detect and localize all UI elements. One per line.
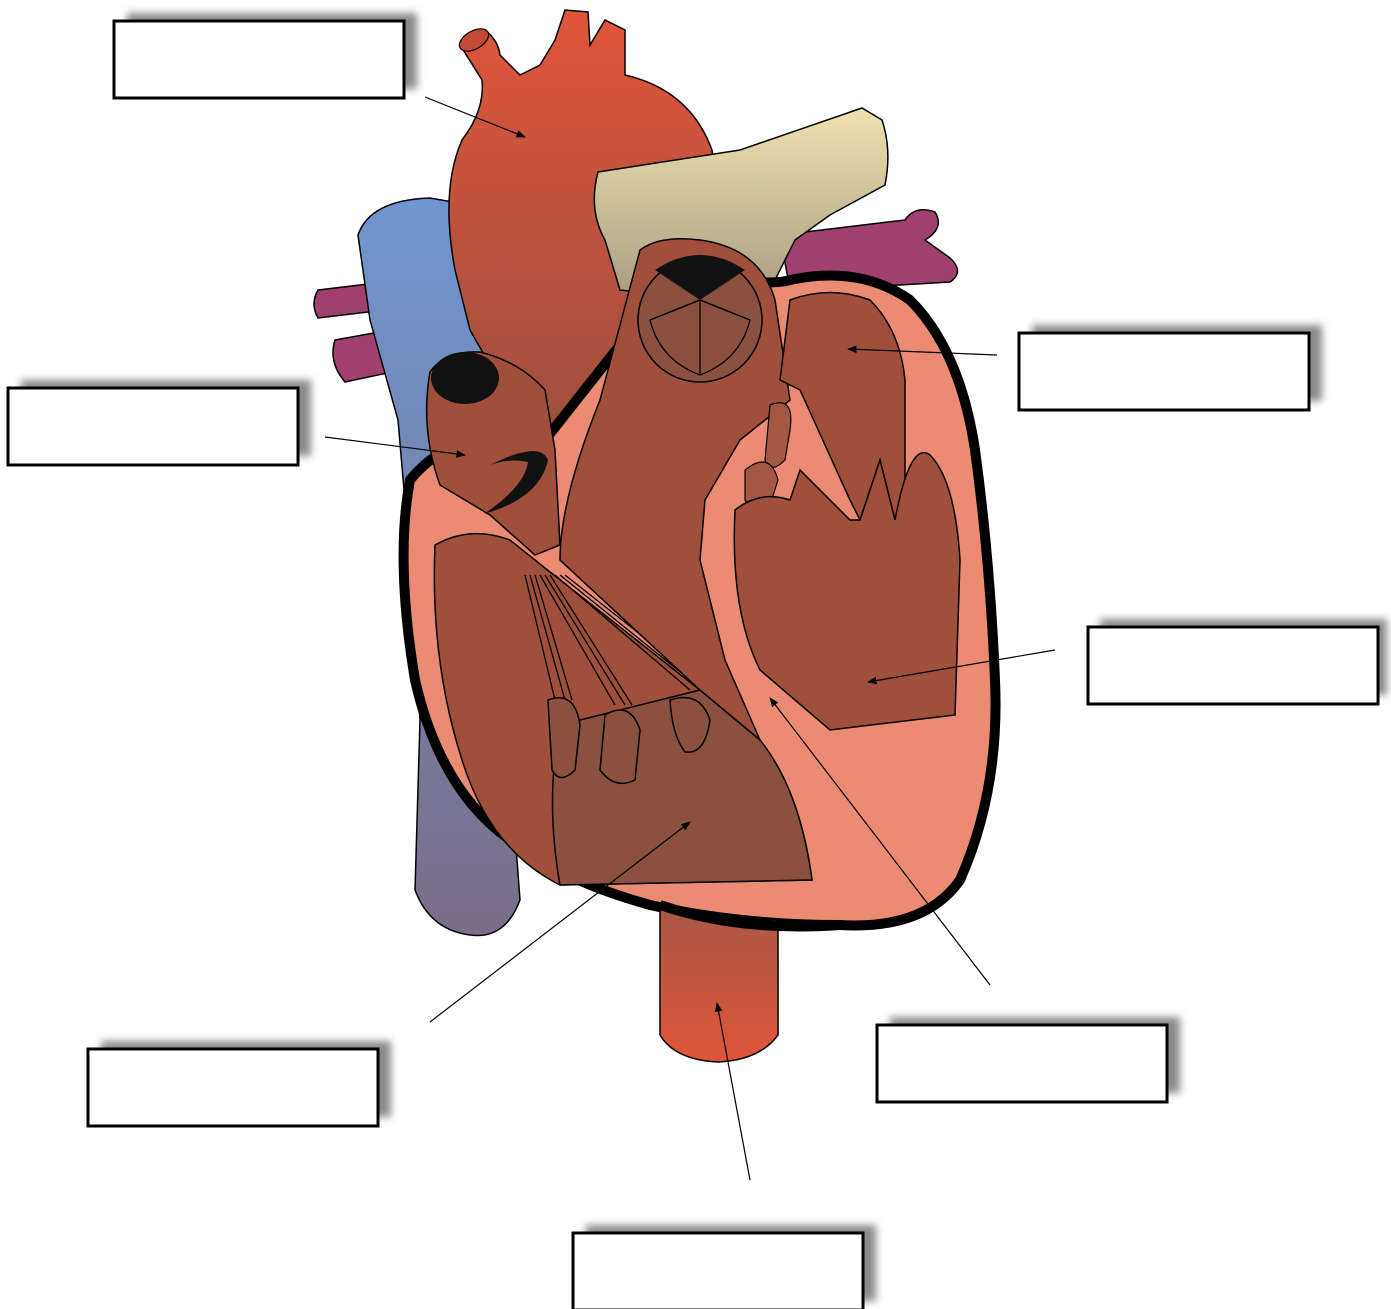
label-box-aorta[interactable]: [114, 13, 417, 98]
label-box-septum[interactable]: [877, 1017, 1180, 1102]
right-atrium-opening: [431, 352, 499, 404]
label-box-right-atrium[interactable]: [8, 380, 311, 465]
label-box-descending-aorta[interactable]: [573, 1225, 876, 1309]
label-box-left-atrium[interactable]: [1019, 325, 1322, 410]
label-box-left-ventricle[interactable]: [1088, 619, 1387, 704]
label-box-right-ventricle[interactable]: [88, 1041, 391, 1126]
